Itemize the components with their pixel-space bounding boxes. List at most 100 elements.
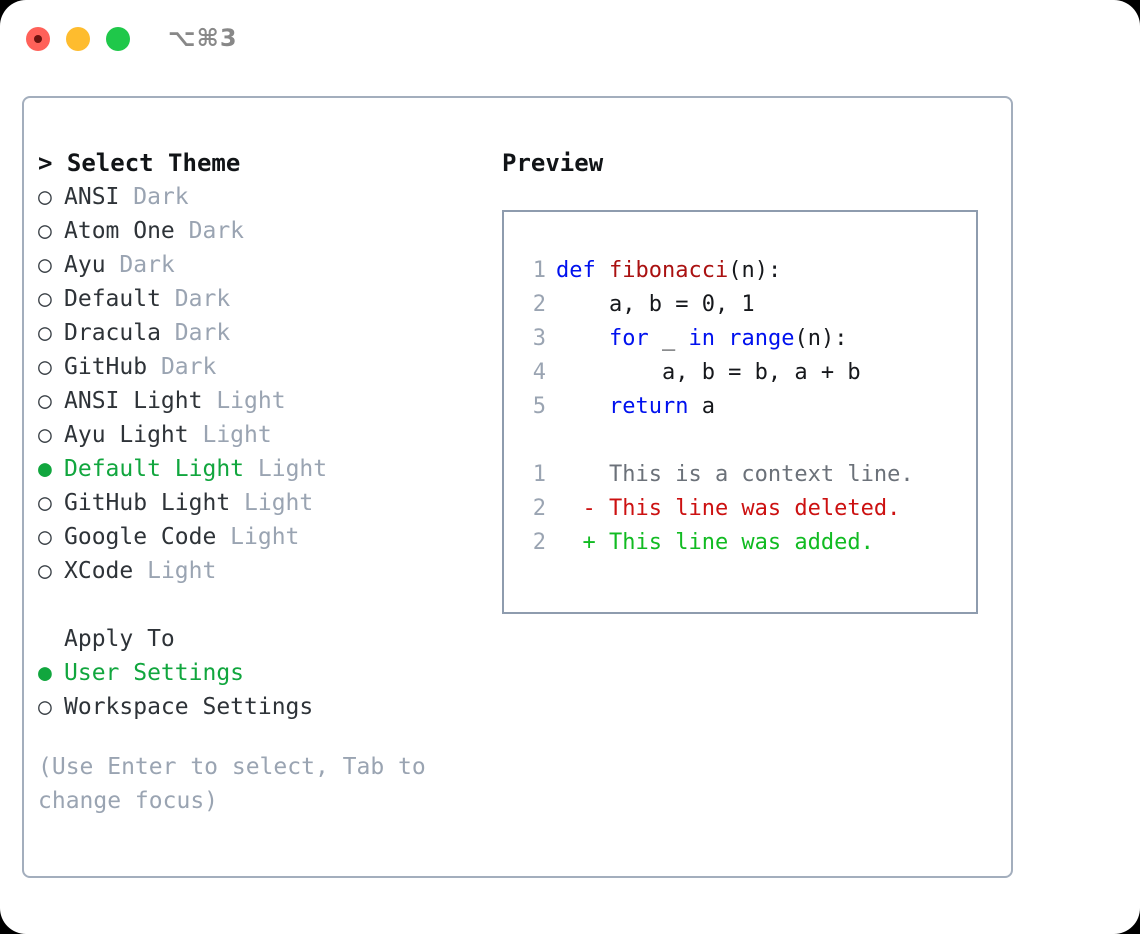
radio-selected-icon: ● xyxy=(38,660,52,686)
diff-sign: - xyxy=(556,496,609,521)
code-token: def xyxy=(556,258,609,283)
theme-list-item[interactable]: ○ XCode Light xyxy=(38,554,478,588)
theme-name: Dracula xyxy=(64,320,175,346)
theme-name: GitHub xyxy=(64,354,161,380)
theme-variant-badge: Light xyxy=(202,422,272,448)
theme-list-item[interactable]: ○ GitHub Dark xyxy=(38,350,478,384)
radio-selected-icon: ● xyxy=(38,456,52,482)
keyboard-shortcut-label: ⌥⌘3 xyxy=(168,24,238,52)
diff-line: 2 - This line was deleted. xyxy=(518,492,976,526)
code-line-number: 5 xyxy=(532,394,546,419)
diff-line-number: 2 xyxy=(532,530,546,555)
theme-list: ○ANSI Dark○Atom One Dark○Ayu Dark○Defaul… xyxy=(38,180,478,588)
code-line: 1 def fibonacci(n): xyxy=(518,254,976,288)
radio-unselected-icon: ○ xyxy=(38,320,52,346)
theme-name: Ayu xyxy=(64,252,120,278)
code-line-number: 4 xyxy=(532,360,546,385)
code-token: a, b = b, a + b xyxy=(556,360,861,385)
code-line: 2 a, b = 0, 1 xyxy=(518,288,976,322)
apply-to-label: Apply To xyxy=(64,626,175,652)
theme-list-item[interactable]: ○ Ayu Dark xyxy=(38,248,478,282)
apply-to-option[interactable]: ○Workspace Settings xyxy=(38,690,478,724)
theme-name: GitHub Light xyxy=(64,490,245,516)
theme-list-item[interactable]: ○ Default Dark xyxy=(38,282,478,316)
theme-name: ANSI xyxy=(64,184,134,210)
radio-unselected-icon: ○ xyxy=(38,252,52,278)
theme-name: Default Light xyxy=(64,456,258,482)
theme-name: Atom One xyxy=(64,218,189,244)
code-token: fibonacci xyxy=(608,258,729,283)
diff-text: This line was deleted. xyxy=(608,496,901,521)
theme-list-item[interactable]: ○Atom One Dark xyxy=(38,214,478,248)
theme-list-item[interactable]: ○ Dracula Dark xyxy=(38,316,478,350)
code-line: 3 for _ in range(n): xyxy=(518,322,976,356)
code-token: a xyxy=(688,394,715,419)
diff-line: 1 This is a context line. xyxy=(518,458,976,492)
theme-variant-badge: Dark xyxy=(133,184,189,210)
minimize-window-button[interactable] xyxy=(66,27,90,51)
theme-list-item[interactable]: ○ ANSI Light Light xyxy=(38,384,478,418)
theme-variant-badge: Dark xyxy=(119,252,175,278)
radio-unselected-icon: ○ xyxy=(38,388,52,414)
code-token: range xyxy=(728,326,795,351)
diff-text: This is a context line. xyxy=(608,462,914,487)
theme-variant-badge: Light xyxy=(230,524,300,550)
diff-sign xyxy=(556,462,609,487)
code-token: (n): xyxy=(728,258,782,283)
theme-variant-badge: Light xyxy=(257,456,328,482)
theme-name: Ayu Light xyxy=(64,422,203,448)
theme-name: Default xyxy=(64,286,175,312)
apply-to-option[interactable]: ●User Settings xyxy=(38,656,478,690)
theme-list-item[interactable]: ○ Google Code Light xyxy=(38,520,478,554)
theme-list-item[interactable]: ○ GitHub Light Light xyxy=(38,486,478,520)
apply-to-option-label: Workspace Settings xyxy=(64,694,314,720)
radio-unselected-icon: ○ xyxy=(38,354,52,380)
radio-unselected-icon: ○ xyxy=(38,184,52,210)
theme-selector-header: > Select Theme xyxy=(38,149,241,177)
code-token: for xyxy=(608,326,649,351)
theme-variant-badge: Dark xyxy=(174,286,231,312)
theme-variant-badge: Dark xyxy=(174,320,231,346)
theme-variant-badge: Light xyxy=(216,388,286,414)
close-icon xyxy=(34,35,42,43)
code-token xyxy=(556,326,609,351)
maximize-window-button[interactable] xyxy=(106,27,130,51)
apply-to-list: ●User Settings○Workspace Settings xyxy=(38,656,478,724)
theme-name: XCode xyxy=(64,558,148,584)
radio-unselected-icon: ○ xyxy=(38,422,52,448)
keyboard-hint-text: (Use Enter to select, Tab to change focu… xyxy=(38,754,426,814)
code-diff-gap xyxy=(518,424,976,458)
radio-unselected-icon: ○ xyxy=(38,558,52,584)
code-token: _ xyxy=(648,326,689,351)
code-token xyxy=(715,326,728,351)
radio-unselected-icon: ○ xyxy=(38,286,52,312)
theme-list-item[interactable]: ○ ANSI Dark xyxy=(38,180,478,214)
main-panel: > Select Theme ○ANSI Dark○Atom One Dark○… xyxy=(22,96,1013,878)
code-token: (n): xyxy=(794,326,848,351)
code-line: 4 a, b = b, a + b xyxy=(518,356,976,390)
diff-line: 2 + This line was added. xyxy=(518,526,976,560)
theme-list-item[interactable]: ● Default Light Light xyxy=(38,452,478,486)
radio-unselected-icon: ○ xyxy=(38,490,52,516)
code-line: 5 return a xyxy=(518,390,976,424)
theme-variant-badge: Dark xyxy=(160,354,217,380)
diff-text: This line was added. xyxy=(608,530,874,555)
code-token: a, b = 0, 1 xyxy=(556,292,755,317)
theme-name: Google Code xyxy=(64,524,231,550)
theme-variant-badge: Light xyxy=(244,490,314,516)
theme-name: ANSI Light xyxy=(64,388,217,414)
theme-selector-column: > Select Theme ○ANSI Dark○Atom One Dark○… xyxy=(38,146,478,818)
code-token xyxy=(556,394,609,419)
code-line-number: 1 xyxy=(532,258,546,283)
radio-unselected-icon: ○ xyxy=(38,524,52,550)
diff-sample: 1 This is a context line.2 - This line w… xyxy=(518,458,976,560)
diff-line-number: 2 xyxy=(532,496,546,521)
theme-variant-badge: Dark xyxy=(188,218,245,244)
theme-variant-badge: Light xyxy=(147,558,217,584)
theme-list-item[interactable]: ○ Ayu Light Light xyxy=(38,418,478,452)
title-bar: ⌥⌘3 xyxy=(0,0,1140,78)
